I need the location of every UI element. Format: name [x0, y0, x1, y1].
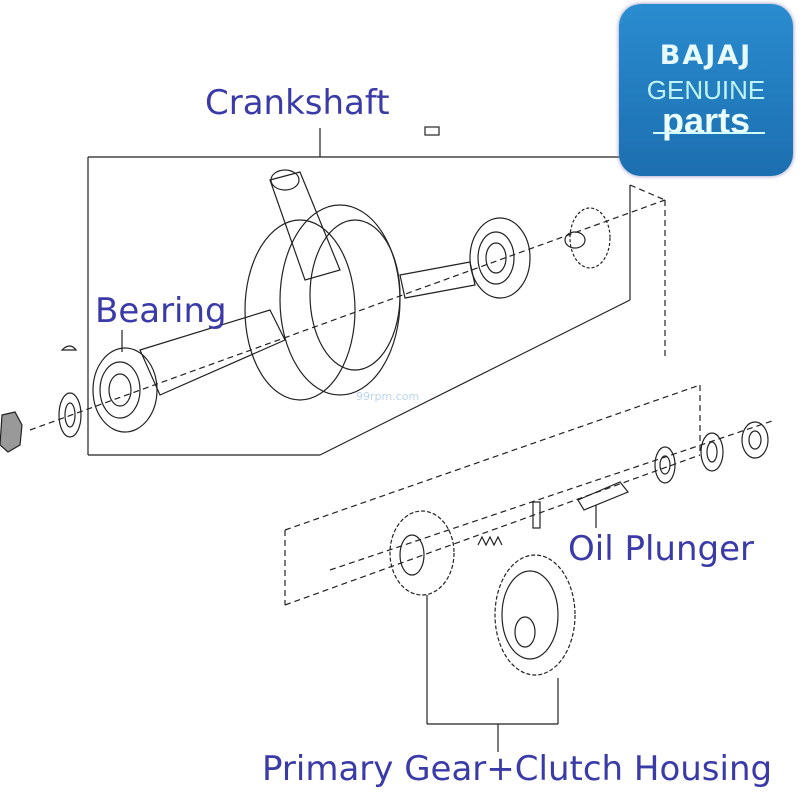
label-crankshaft: Crankshaft	[205, 83, 390, 123]
logo-parts: parts	[661, 100, 751, 141]
label-bearing: Bearing	[95, 291, 227, 331]
logo-genuine: GENUINE	[646, 75, 766, 105]
small-sprocket	[564, 207, 611, 269]
primary-group-outline	[284, 384, 776, 606]
logo-brand: BAJAJ	[659, 40, 753, 71]
primary-gear-part	[389, 510, 455, 596]
label-primary-gear-clutch-housing: Primary Gear+Clutch Housing	[262, 749, 773, 789]
right-bearing	[469, 217, 531, 299]
watermark: 99rpm.com	[356, 390, 420, 403]
logo-underline	[653, 132, 765, 134]
crankshaft-group-outline	[29, 128, 666, 456]
nut	[0, 411, 23, 453]
oil-plunger-part	[477, 481, 629, 547]
callout-bracket	[426, 595, 559, 752]
crankshaft-part	[139, 126, 476, 401]
bajaj-genuine-parts-logo: BAJAJ GENUINE parts	[619, 4, 793, 176]
label-oil-plunger: Oil Plunger	[568, 529, 754, 569]
washers	[654, 421, 769, 484]
clutch-housing-part	[494, 554, 576, 676]
left-bearing	[58, 330, 158, 438]
